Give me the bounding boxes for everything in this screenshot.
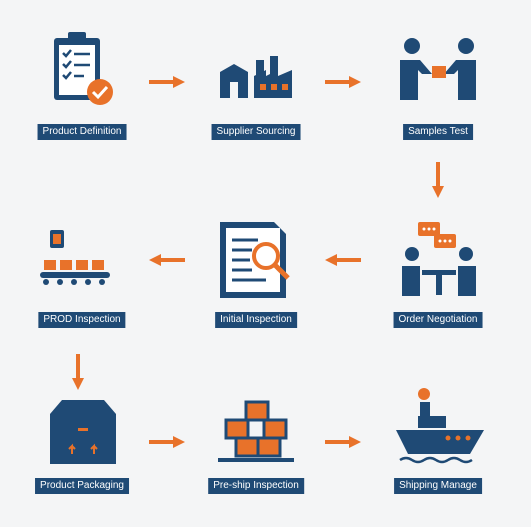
step-order-negotiation: Order Negotiation (378, 208, 498, 328)
stacked-boxes-icon (218, 400, 294, 462)
arrow-down-icon (72, 354, 84, 390)
step-label: Shipping Manage (394, 478, 482, 494)
step-label: PROD Inspection (38, 312, 126, 328)
step-label: Pre-ship Inspection (208, 478, 304, 494)
step-label: Initial Inspection (215, 312, 297, 328)
step-initial-inspection: Initial Inspection (196, 208, 316, 328)
meeting-icon (402, 222, 476, 296)
step-label: Product Definition (37, 124, 127, 140)
step-label: Product Packaging (35, 478, 129, 494)
arrow-right-icon (149, 76, 185, 88)
arrow-right-icon (325, 76, 361, 88)
arrow-right-icon (149, 436, 185, 448)
clipboard-check-icon (54, 32, 113, 105)
document-magnifier-icon (220, 222, 290, 298)
ship-icon (396, 388, 484, 464)
step-label: Supplier Sourcing (211, 124, 301, 140)
arrow-left-icon (325, 254, 361, 266)
step-supplier-sourcing: Supplier Sourcing (196, 20, 316, 140)
step-samples-test: Samples Test (378, 20, 498, 140)
arrow-down-icon (432, 162, 444, 198)
step-product-definition: Product Definition (22, 20, 142, 140)
box-icon (50, 400, 116, 464)
step-label: Samples Test (403, 124, 473, 140)
step-pre-ship-inspection: Pre-ship Inspection (196, 374, 316, 494)
conveyor-icon (40, 230, 110, 285)
handover-icon (400, 38, 476, 100)
step-product-packaging: Product Packaging (22, 374, 142, 494)
factory-icon (220, 56, 292, 98)
arrow-left-icon (149, 254, 185, 266)
step-prod-inspection: PROD Inspection (22, 208, 142, 328)
arrow-right-icon (325, 436, 361, 448)
step-shipping-manage: Shipping Manage (378, 374, 498, 494)
step-label: Order Negotiation (393, 312, 483, 328)
